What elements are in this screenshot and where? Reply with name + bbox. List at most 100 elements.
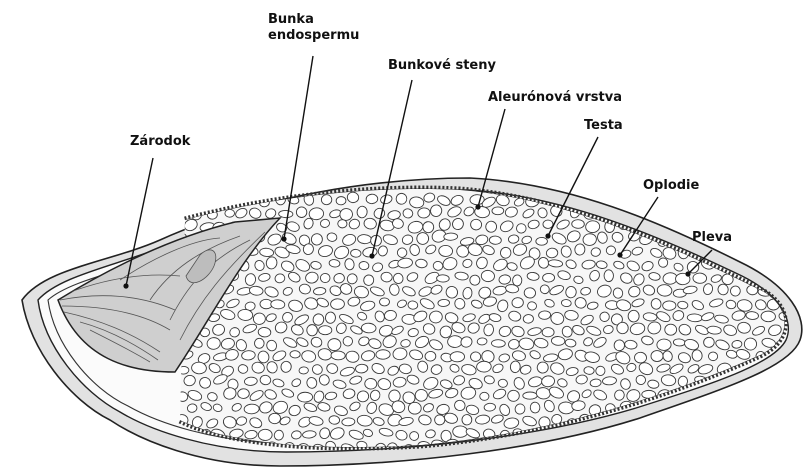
endosperm-cell [512, 275, 522, 286]
endosperm-cell [789, 257, 806, 273]
endosperm-cell [748, 416, 759, 427]
endosperm-cell [655, 437, 671, 452]
endosperm-cell [523, 314, 534, 323]
endosperm-cell [562, 440, 578, 454]
endosperm-cell [177, 206, 190, 216]
endosperm-cell [757, 196, 767, 205]
endosperm-cell [776, 364, 787, 374]
endosperm-cell [328, 339, 341, 351]
endosperm-cell [732, 210, 742, 220]
endosperm-cell [279, 210, 293, 218]
endosperm-cell [768, 398, 785, 414]
endosperm-cell [320, 273, 330, 282]
endosperm-cell [614, 340, 625, 351]
endosperm-cell [258, 429, 272, 441]
endosperm-cell [538, 311, 550, 320]
endosperm-cell [548, 442, 565, 456]
endosperm-cell [307, 324, 318, 336]
endosperm-cell [212, 198, 225, 205]
endosperm-cell [759, 259, 773, 270]
endosperm-cell [685, 416, 696, 424]
endosperm-cell [228, 196, 238, 206]
endosperm-cell [732, 390, 742, 400]
endosperm-cell [604, 270, 614, 282]
label-bunkove-steny: Bunkové steny [388, 58, 496, 74]
endosperm-cell [720, 216, 737, 231]
endosperm-cell [438, 245, 453, 257]
endosperm-cell [791, 235, 803, 247]
endosperm-cell [436, 275, 449, 283]
endosperm-cell [634, 430, 646, 442]
endosperm-cell [685, 207, 699, 217]
endosperm-cell [708, 352, 718, 362]
endosperm-cell [364, 378, 377, 389]
label-bunka-line1: Bunka [268, 12, 359, 28]
endosperm-cell [331, 351, 345, 360]
endosperm-cell [771, 193, 784, 206]
endosperm-cell [366, 194, 378, 204]
endosperm-cell [470, 219, 482, 230]
endosperm-cell [462, 414, 473, 425]
endosperm-cell [724, 401, 737, 414]
endosperm-cell [476, 361, 491, 372]
endosperm-cell [748, 440, 761, 449]
endosperm-cell [766, 376, 783, 391]
endosperm-cell [782, 194, 795, 205]
endosperm-cell [325, 312, 336, 324]
endosperm-cell [350, 249, 361, 258]
endosperm-cell [523, 392, 537, 399]
endosperm-cell [640, 440, 656, 453]
endosperm-cell [438, 299, 450, 307]
endosperm-cell [774, 438, 788, 450]
endosperm-cell [610, 443, 622, 453]
endosperm-cell [754, 375, 766, 384]
endosperm-cell [663, 301, 676, 310]
endosperm-cell [651, 350, 663, 361]
label-zarodok: Zárodok [130, 134, 190, 150]
endosperm-cell [781, 428, 796, 442]
endosperm-cell [692, 429, 707, 441]
label-testa: Testa [584, 118, 623, 134]
endosperm-cell [743, 390, 759, 401]
endosperm-cell [670, 442, 683, 451]
endosperm-cell [673, 339, 685, 347]
endosperm-cell [737, 426, 751, 437]
endosperm-cell [616, 423, 632, 439]
endosperm-cell [788, 207, 803, 221]
endosperm-cell [759, 209, 773, 218]
endosperm-cell [628, 310, 639, 322]
endosperm-cell [299, 367, 309, 375]
endosperm-cell [290, 350, 301, 358]
endosperm-cell [731, 441, 743, 452]
endosperm-cell [535, 444, 550, 454]
endosperm-cell [702, 442, 714, 453]
endosperm-cell [760, 417, 771, 426]
endosperm-cell [679, 427, 694, 439]
endosperm-cell [491, 339, 505, 347]
endosperm-cell [450, 352, 465, 362]
endosperm-cell [676, 195, 692, 209]
endosperm-cell [759, 443, 773, 455]
endosperm-cell [744, 338, 757, 351]
endosperm-cell [708, 194, 726, 209]
endosperm-cell [791, 283, 807, 295]
endosperm-cell [444, 233, 458, 241]
endosperm-cell [768, 222, 778, 231]
endosperm-cell [792, 440, 805, 451]
endosperm-cell [752, 428, 767, 438]
endosperm-cell [594, 441, 608, 452]
endosperm-cell [670, 207, 682, 219]
endosperm-cell [714, 416, 731, 429]
endosperm-cell [253, 313, 265, 325]
endosperm-cell [572, 220, 585, 229]
endosperm-cell [543, 220, 553, 229]
endosperm-cell [737, 221, 751, 231]
endosperm-cell [237, 388, 249, 398]
endosperm-cell [791, 417, 802, 426]
endosperm-cell [452, 426, 468, 438]
endosperm-cell [425, 351, 437, 362]
label-pleva: Pleva [692, 230, 732, 246]
endosperm-cell [671, 417, 682, 430]
endosperm-cell [542, 328, 554, 337]
endosperm-cell [376, 350, 391, 360]
